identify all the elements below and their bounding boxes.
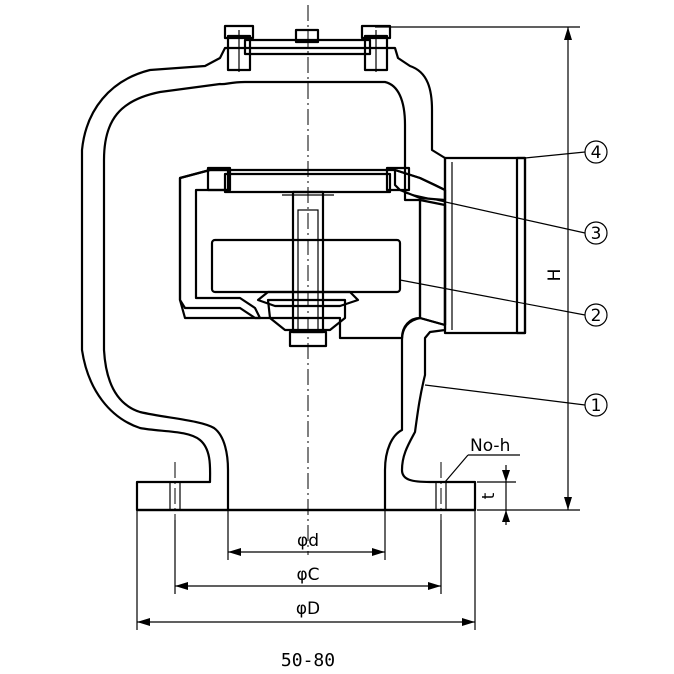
- dimension-h: [375, 26, 580, 511]
- disc: [210, 238, 402, 332]
- dim-h-label: H: [545, 269, 565, 282]
- outlet-nozzle: [443, 156, 527, 335]
- valve-body: [80, 46, 477, 512]
- callout-3-label: 3: [591, 224, 602, 244]
- dim-c-label: φC: [296, 565, 319, 585]
- dim-noh-label: No-h: [470, 436, 510, 456]
- dim-t-label: t: [479, 492, 499, 499]
- callout-3: 3: [584, 221, 608, 245]
- callout-4: 4: [584, 140, 608, 164]
- callout-1-label: 1: [591, 396, 602, 416]
- callout-leaders: [399, 151, 586, 406]
- dimension-bigd: [136, 510, 476, 630]
- callout-1: 1: [584, 393, 608, 417]
- size-caption: 50-80: [281, 650, 335, 671]
- callout-2-label: 2: [591, 306, 602, 326]
- dimension-d: [227, 510, 386, 560]
- leader-noh: [444, 454, 520, 483]
- dim-bigd-label: φD: [296, 599, 320, 619]
- dim-d-label: φd: [297, 531, 319, 551]
- dimension-c: [174, 520, 442, 594]
- callout-2: 2: [584, 303, 608, 327]
- base-flange: [137, 481, 475, 512]
- dimension-t: [477, 465, 516, 525]
- callout-4-label: 4: [591, 143, 602, 163]
- centerlines: [174, 5, 442, 555]
